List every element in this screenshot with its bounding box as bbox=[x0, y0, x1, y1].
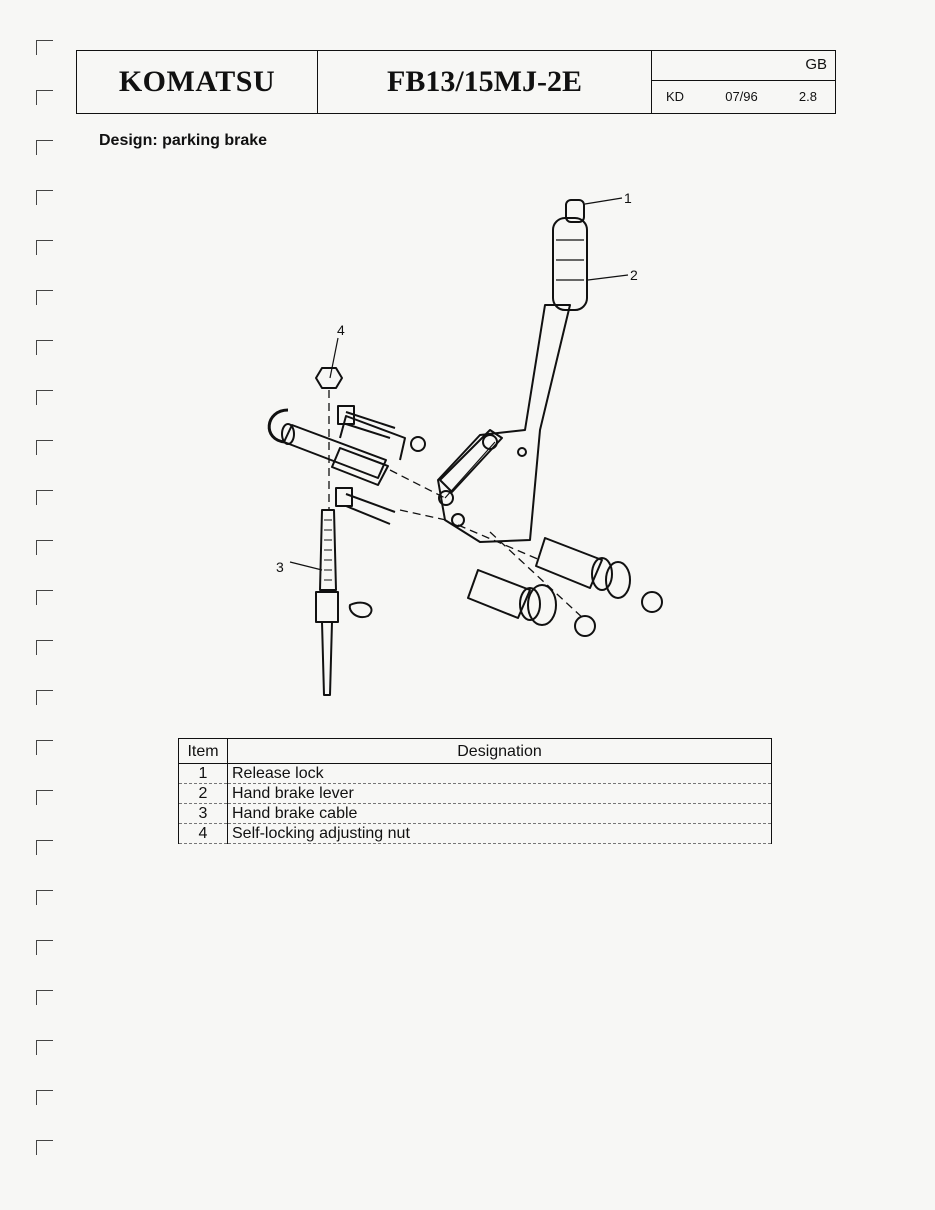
lever-arm bbox=[437, 304, 571, 543]
callout-3: 3 bbox=[276, 559, 284, 575]
item-number: 4 bbox=[178, 823, 228, 844]
table-row: 2 Hand brake lever bbox=[178, 783, 772, 804]
adjusting-nut bbox=[315, 367, 343, 389]
column-header-designation: Designation bbox=[227, 738, 772, 764]
item-number: 3 bbox=[178, 803, 228, 824]
item-designation: Release lock bbox=[227, 763, 772, 784]
item-designation: Self-locking adjusting nut bbox=[227, 823, 772, 844]
item-number: 1 bbox=[178, 763, 228, 784]
model-number: FB13/15MJ-2E bbox=[318, 51, 652, 113]
brake-cable bbox=[319, 509, 337, 591]
parking-brake-diagram: 1 2 3 4 bbox=[267, 190, 663, 696]
table-row: 4 Self-locking adjusting nut bbox=[178, 823, 772, 844]
release-lock-button bbox=[565, 199, 585, 223]
callout-1: 1 bbox=[624, 190, 632, 206]
issue-date: 07/96 bbox=[725, 89, 758, 104]
item-designation: Hand brake lever bbox=[227, 783, 772, 804]
brand-name: KOMATSU bbox=[77, 51, 318, 113]
lever-grip bbox=[552, 217, 588, 311]
table-row: 1 Release lock bbox=[178, 763, 772, 784]
item-designation: Hand brake cable bbox=[227, 803, 772, 824]
title-block: KOMATSU FB13/15MJ-2E GB KD 07/96 2.8 bbox=[76, 50, 836, 114]
callout-4: 4 bbox=[337, 322, 345, 338]
table-row: 3 Hand brake cable bbox=[178, 803, 772, 824]
pivot-pin bbox=[283, 424, 387, 479]
document-meta: GB KD 07/96 2.8 bbox=[652, 51, 835, 113]
column-header-item: Item bbox=[178, 738, 228, 764]
callout-2: 2 bbox=[630, 267, 638, 283]
section-number: 2.8 bbox=[798, 89, 817, 104]
section-heading: Design: parking brake bbox=[99, 132, 268, 149]
item-number: 2 bbox=[178, 783, 228, 804]
binder-holes bbox=[36, 30, 66, 1190]
author-code: KD bbox=[666, 89, 685, 104]
parts-table: Item Designation 1 Release lock 2 Hand b… bbox=[178, 738, 772, 844]
language-code: GB bbox=[652, 51, 835, 81]
